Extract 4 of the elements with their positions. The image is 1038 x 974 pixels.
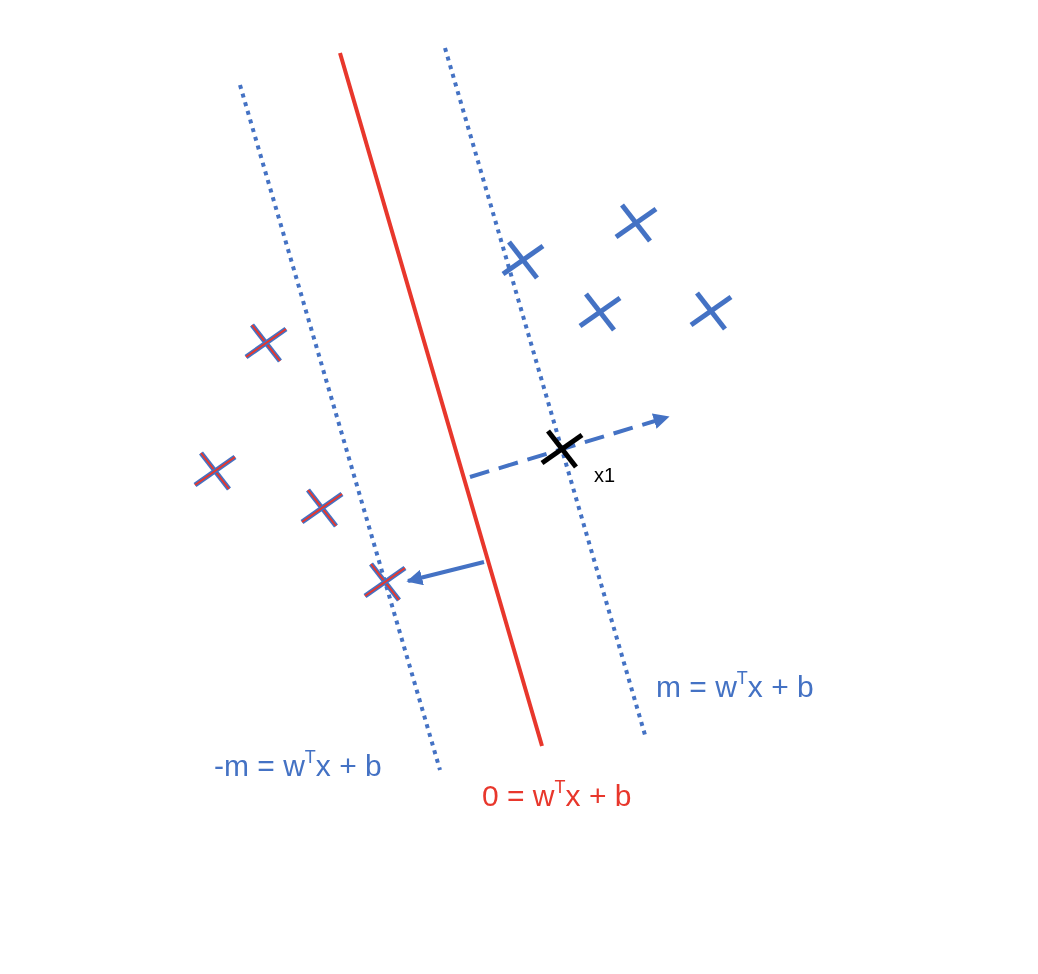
equation-label: m = w$^{T}$x + b [656,670,814,703]
equation-label: 0 = w$^{T}$x + b [482,779,632,812]
point-label: x1 [594,464,616,486]
equation-label: -m = w$^{T}$x + b [214,749,382,782]
